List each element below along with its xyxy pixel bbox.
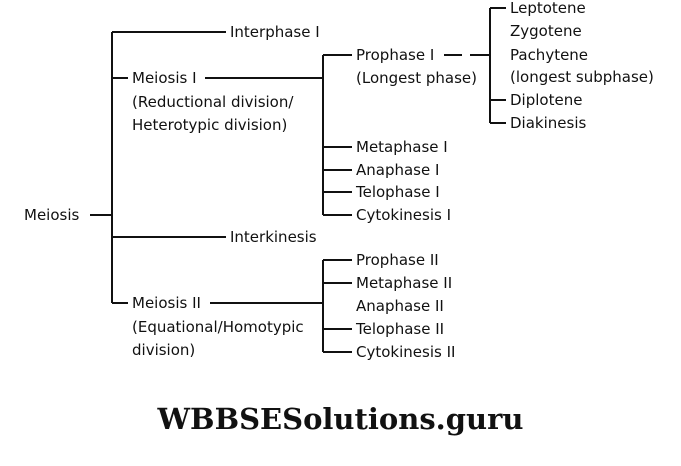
leptotene-label: Leptotene (510, 0, 586, 17)
diplotene-label: Diplotene (510, 91, 583, 109)
pachytene-label: Pachytene (510, 46, 589, 64)
zygotene-label: Zygotene (510, 22, 582, 40)
site-watermark: WBBSESolutions.guru (157, 402, 524, 436)
diakinesis-label: Diakinesis (510, 114, 587, 132)
meiosis-1-subtitle-line-2: Heterotypic division) (132, 116, 288, 134)
meiosis-2-subtitle-line-2: division) (132, 341, 196, 359)
anaphase-2-label: Anaphase II (356, 297, 444, 315)
prophase-1-label: Prophase I (356, 46, 435, 64)
telophase-2-label: Telophase II (356, 320, 445, 338)
root-label: Meiosis (24, 206, 80, 224)
telophase-1-label: Telophase I (356, 183, 440, 201)
interkinesis-label: Interkinesis (230, 228, 317, 246)
cytokinesis-1-label: Cytokinesis I (356, 206, 451, 224)
pachytene-note: (longest subphase) (510, 68, 654, 86)
cytokinesis-2-label: Cytokinesis II (356, 343, 456, 361)
anaphase-1-label: Anaphase I (356, 161, 440, 179)
metaphase-1-label: Metaphase I (356, 138, 448, 156)
meiosis-2-subtitle-line-1: (Equational/Homotypic (132, 318, 304, 336)
prophase-2-label: Prophase II (356, 251, 439, 269)
meiosis-1-label: Meiosis I (132, 69, 197, 87)
metaphase-2-label: Metaphase II (356, 274, 453, 292)
meiosis-2-label: Meiosis II (132, 294, 201, 312)
interphase-label: Interphase I (230, 23, 320, 41)
prophase-1-subtitle: (Longest phase) (356, 69, 477, 87)
meiosis-1-subtitle-line-1: (Reductional division/ (132, 93, 294, 111)
